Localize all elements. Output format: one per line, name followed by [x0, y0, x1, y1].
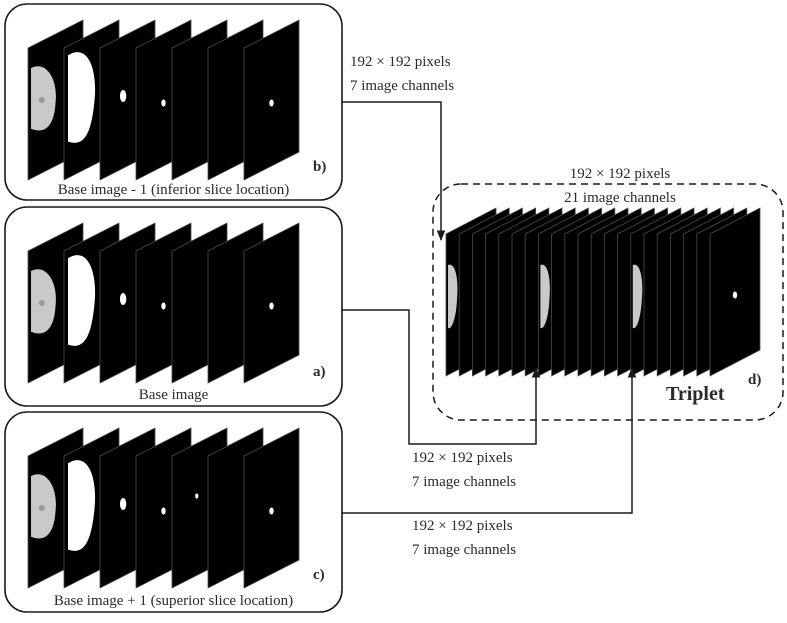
- triplet-anatomy-shape: [448, 264, 458, 329]
- structure-speck: [195, 493, 199, 499]
- mask-anatomy-shape: [68, 255, 96, 346]
- panel-b-channels-label: 7 image channels: [350, 78, 455, 94]
- connector-a-to-triplet: [342, 309, 541, 445]
- triplet-anatomy-shape: [540, 264, 550, 329]
- structure-blob: [119, 498, 127, 510]
- panel-a-slices: [27, 222, 300, 384]
- triplet-channels-label: 21 image channels: [564, 190, 676, 206]
- structure-dot: [269, 99, 274, 107]
- mask-anatomy-shape: [68, 52, 96, 143]
- triplet-letter: d): [748, 372, 762, 388]
- structure-dot: [161, 302, 166, 310]
- structure-dot: [161, 99, 166, 107]
- structure-dot: [269, 507, 274, 515]
- panel-b-channel-7: [243, 19, 300, 181]
- panel-c-size-label: 192 × 192 pixels: [412, 518, 513, 534]
- panel-a-channels-label: 7 image channels: [412, 474, 517, 490]
- panel-a-channel-7: [243, 222, 300, 384]
- panel-c-channels-label: 7 image channels: [412, 542, 517, 558]
- panel-b-caption: Base image - 1 (inferior slice location): [57, 182, 290, 198]
- connector-c-to-triplet: [342, 366, 637, 514]
- triplet-channel-21: [709, 207, 761, 377]
- panel-a-frame: [4, 206, 343, 407]
- connector-b-to-triplet: [342, 101, 446, 242]
- structure-dot: [732, 291, 738, 299]
- triplet-title: Triplet: [666, 383, 725, 405]
- structure-dot: [269, 302, 274, 310]
- panel-c-caption: Base image + 1 (superior slice location): [53, 593, 294, 609]
- triplet-frame: [432, 183, 784, 421]
- panel-a-letter: a): [313, 364, 326, 380]
- panel-b-size-label: 192 × 192 pixels: [350, 54, 451, 70]
- panel-b-letter: b): [313, 159, 327, 175]
- panel-a-caption: Base image: [138, 387, 209, 403]
- panel-c-channel-7: [243, 427, 300, 589]
- triplet-slices: [445, 207, 761, 377]
- mask-anatomy-shape: [68, 460, 96, 551]
- panel-c-letter: c): [313, 567, 325, 583]
- triplet-anatomy-shape: [632, 264, 643, 329]
- structure-dot: [161, 507, 166, 515]
- triplet-size-label: 192 × 192 pixels: [569, 166, 671, 182]
- structure-blob: [119, 90, 127, 102]
- panel-c-slices: [27, 427, 300, 589]
- panel-c-frame: [4, 411, 343, 613]
- panel-a-size-label: 192 × 192 pixels: [412, 450, 513, 466]
- panel-b-slices: [27, 19, 300, 181]
- structure-blob: [119, 293, 127, 305]
